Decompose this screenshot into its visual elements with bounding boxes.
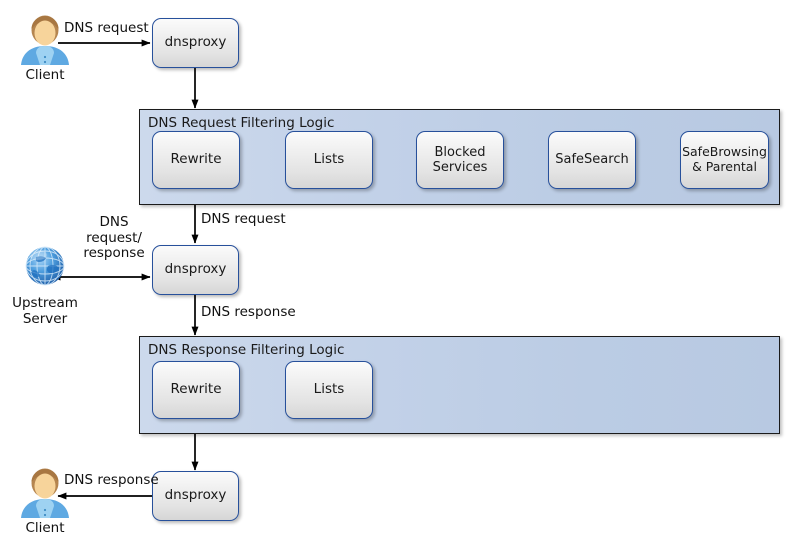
stage-safebrowsing-parental[interactable]: SafeBrowsing & Parental — [680, 131, 769, 189]
stage-lists-request[interactable]: Lists — [285, 131, 373, 189]
dnsproxy-bottom[interactable]: dnsproxy — [152, 471, 239, 521]
edge-label-proxy-to-response-logic: DNS response — [201, 304, 296, 320]
stage-rewrite-request[interactable]: Rewrite — [152, 131, 240, 189]
edge-label-upstream-exchange: DNS request/ response — [83, 214, 145, 262]
edge-label-proxy-to-client: DNS response — [64, 472, 159, 488]
actor-caption: Client — [25, 67, 65, 83]
globe-icon — [25, 246, 65, 286]
stage-rewrite-response[interactable]: Rewrite — [152, 361, 240, 419]
actor-client-bottom: Client — [12, 467, 78, 537]
edge-label-proxy-to-request-logic: DNS request — [201, 211, 286, 227]
actor-client-top: Client — [12, 14, 78, 84]
user-icon — [21, 15, 69, 65]
stage-lists-response[interactable]: Lists — [285, 361, 373, 419]
actor-caption: Client — [25, 520, 65, 536]
actor-upstream-server: Upstream Server — [12, 242, 78, 327]
stage-blocked-services[interactable]: Blocked Services — [416, 131, 504, 189]
actor-caption: Upstream Server — [12, 295, 78, 327]
group-response-filtering: DNS Response Filtering Logic — [139, 336, 780, 434]
dnsproxy-middle[interactable]: dnsproxy — [152, 245, 239, 295]
group-title: DNS Response Filtering Logic — [148, 342, 345, 358]
group-title: DNS Request Filtering Logic — [148, 115, 335, 131]
user-icon — [21, 468, 69, 518]
edge-label-client-to-proxy: DNS request — [64, 20, 149, 36]
dnsproxy-top[interactable]: dnsproxy — [152, 18, 239, 68]
stage-safesearch[interactable]: SafeSearch — [548, 131, 636, 189]
